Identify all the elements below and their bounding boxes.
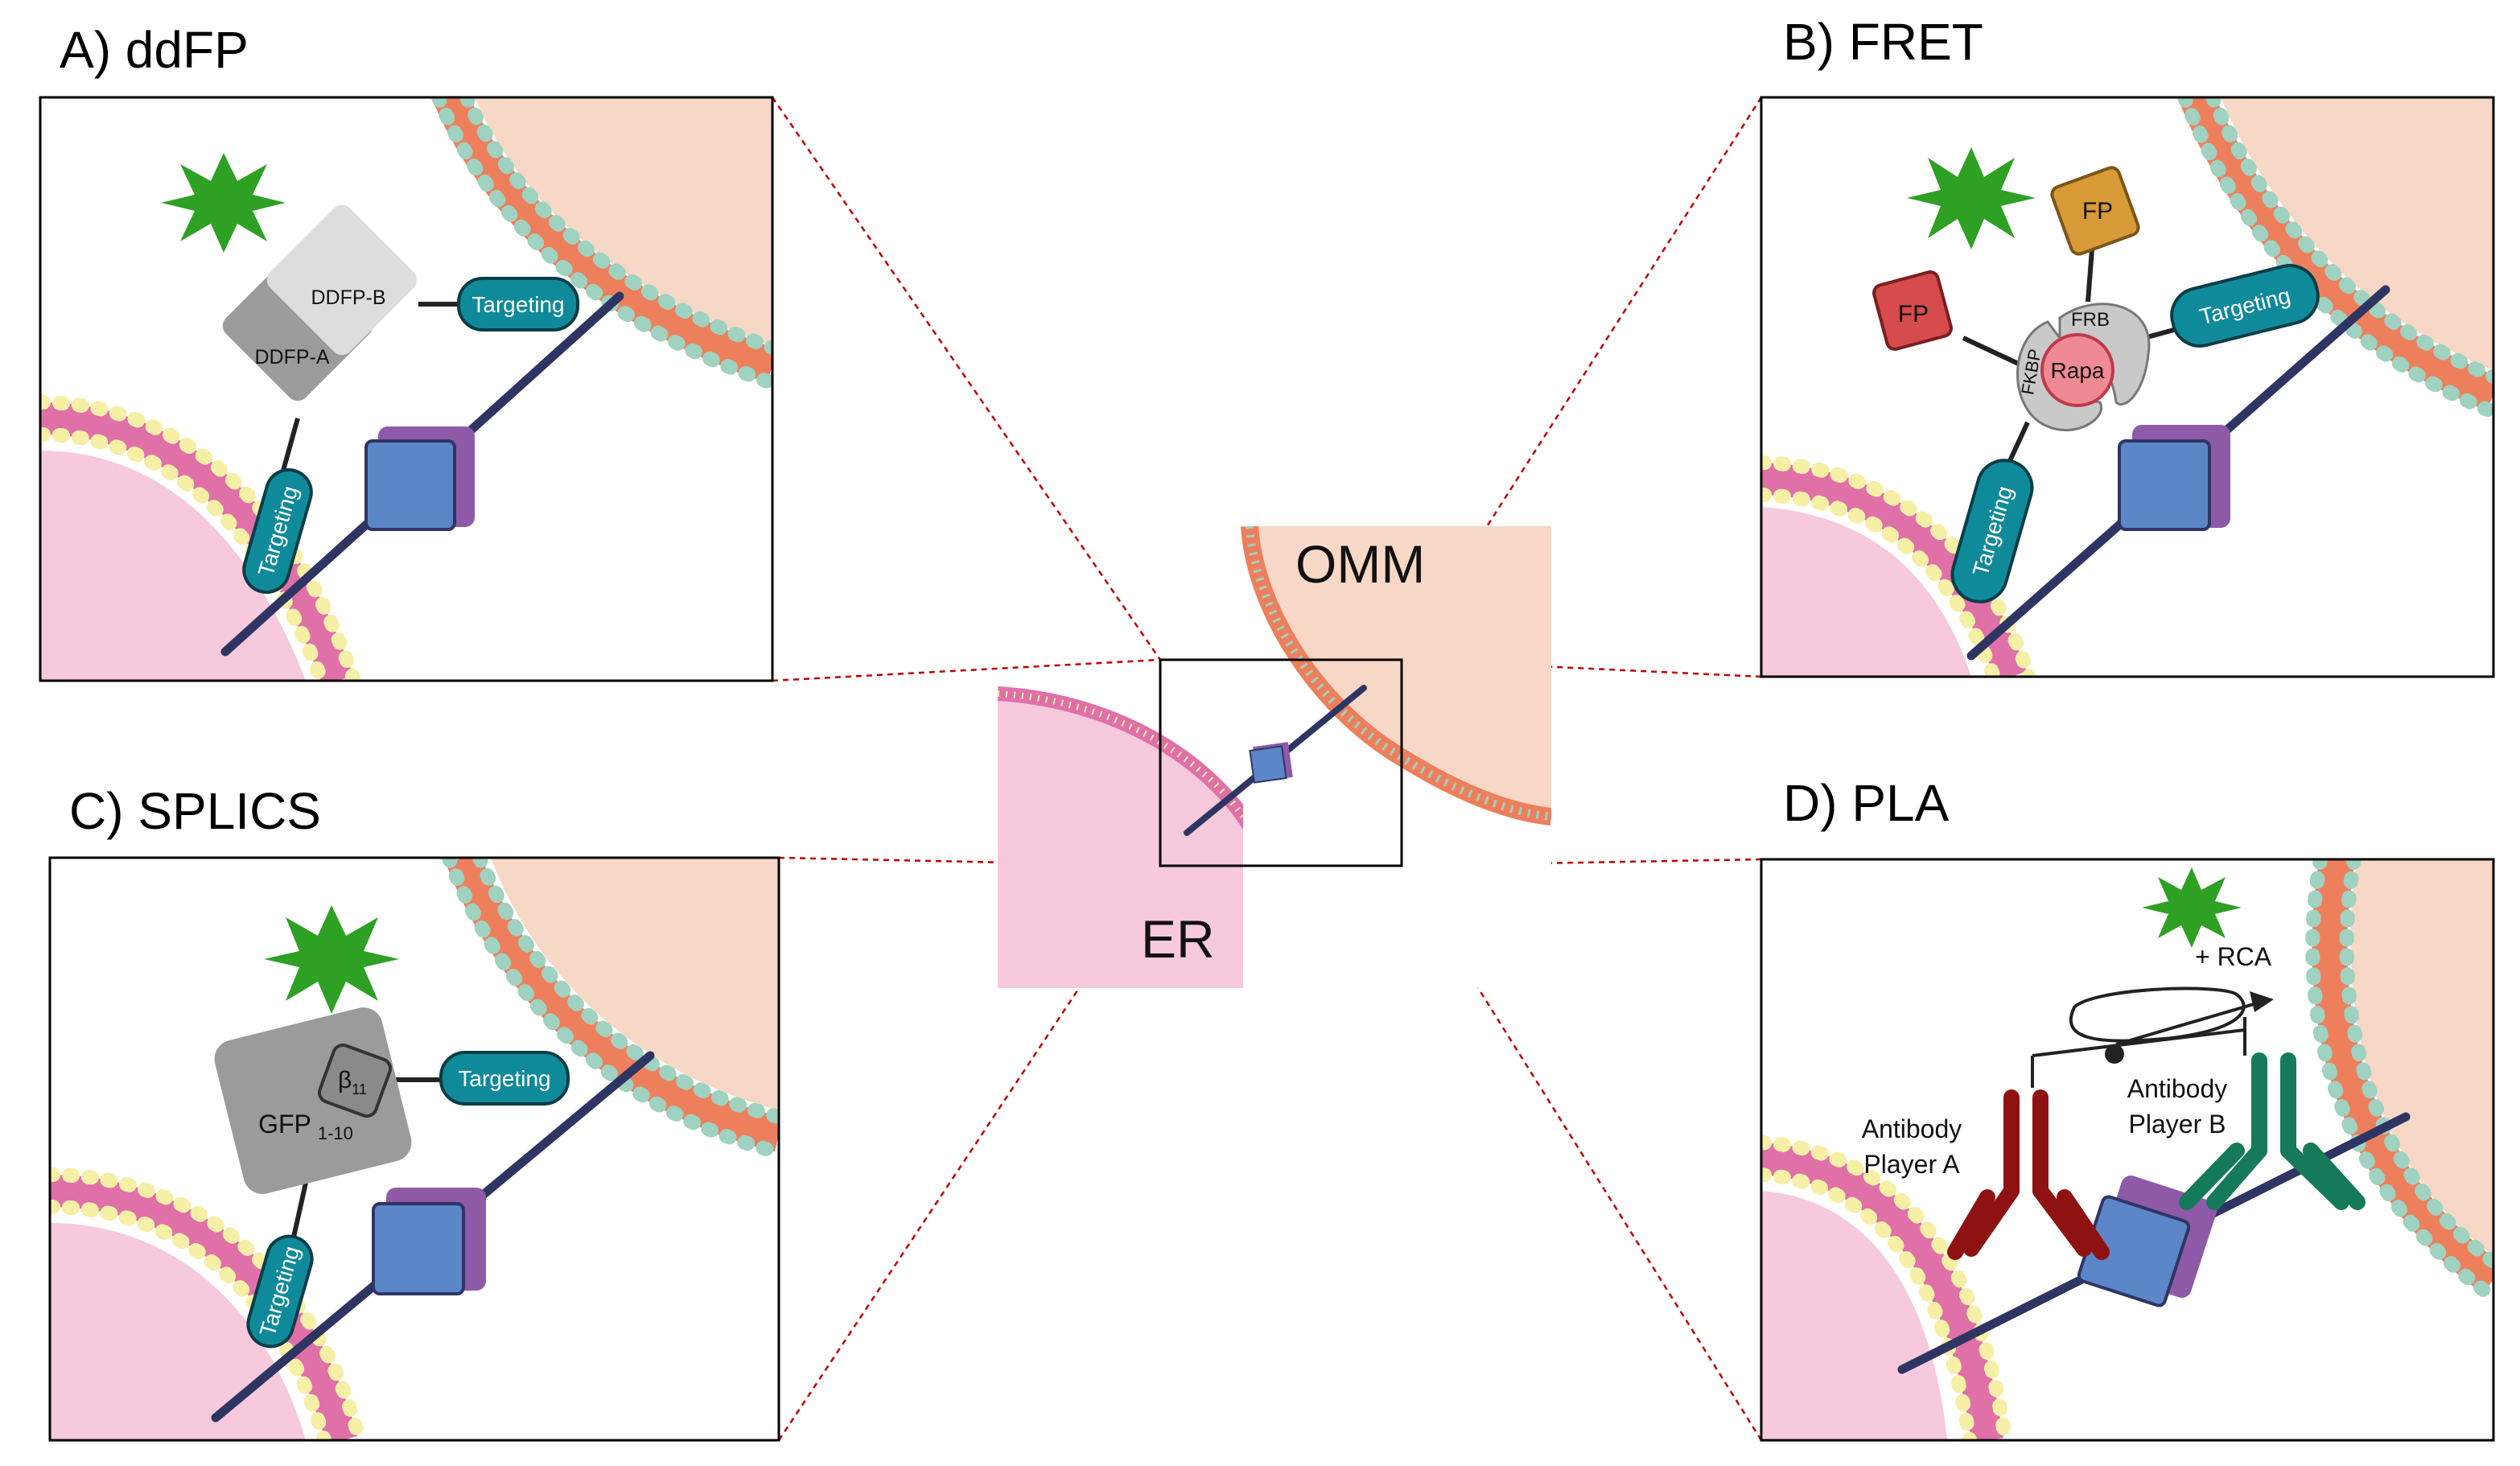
- targeting-upper: [439, 1051, 570, 1106]
- panel-a: Targeting Targeting DDFP-B DDFP-A: [40, 97, 772, 681]
- rapa-label: Rapa: [2051, 358, 2105, 383]
- center-cube: [1249, 745, 1287, 784]
- panel-b-title: B) FRET: [1783, 13, 1983, 71]
- omm-membrane: [2180, 97, 2493, 411]
- antibody-b-label-line1: Antibody: [2127, 1074, 2228, 1103]
- antibody-a-icon: [1947, 1089, 2110, 1260]
- panel-d-frame: [1760, 858, 2495, 1442]
- er-region: [1761, 1191, 1947, 1440]
- panel-b-frame: [1760, 96, 2495, 678]
- antibody-b-label-line2: Player B: [2129, 1110, 2226, 1139]
- rapa-molecule: [2040, 333, 2114, 407]
- targeting-upper: [457, 277, 579, 331]
- cube-front: [364, 439, 456, 531]
- er-region: [40, 451, 306, 681]
- antibody-a-label-line2: Player A: [1863, 1150, 1960, 1179]
- ddfp-b-label: DDFP-B: [311, 286, 385, 309]
- panel-d-title: D) PLA: [1783, 774, 1950, 832]
- fluorescence-star-icon: [161, 153, 286, 253]
- zoom-box: [1159, 658, 1403, 867]
- panel-d: + RCA Antibody Player A Antibody Player …: [1761, 859, 2493, 1440]
- fp-orange: [2050, 166, 2140, 256]
- omm-region: [2350, 859, 2493, 1255]
- zoom-line-a-bottom: [772, 658, 1161, 682]
- panel-c-title: C) SPLICS: [69, 782, 321, 840]
- cube-front: [2118, 439, 2211, 531]
- frb-label: FRB: [2071, 309, 2110, 331]
- omm-membrane: [446, 858, 779, 1152]
- cube-front: [372, 1202, 465, 1295]
- targeting-upper: [2170, 264, 2320, 348]
- zoom-line-d-top: [1401, 858, 1762, 867]
- omm-region: [491, 858, 779, 1110]
- rca-circle: [2069, 986, 2246, 1043]
- panel-a-frame: [39, 96, 774, 682]
- ddfp-b: [266, 204, 418, 356]
- rca-arrow-icon: [2250, 991, 2274, 1012]
- antibody-b-icon: [2179, 1052, 2366, 1210]
- beta-label: β11: [338, 1067, 367, 1097]
- er-membrane: [40, 402, 353, 681]
- omm-membrane: [2312, 859, 2493, 1294]
- omm-region: [2221, 97, 2493, 370]
- er-membrane: [1761, 1143, 2003, 1440]
- omm-membrane: [434, 97, 772, 383]
- zoom-line-d-bottom: [1400, 865, 1763, 1441]
- er-region: [50, 1223, 306, 1440]
- center-overview: OMM ER: [998, 526, 1551, 988]
- targeting-upper-label: Targeting: [458, 1066, 550, 1091]
- er-region: [1761, 507, 1971, 677]
- er-label: ER: [1141, 909, 1215, 969]
- omm-label: OMM: [1295, 534, 1425, 594]
- fp-orange-label: FP: [2082, 198, 2113, 224]
- beta-11: [317, 1043, 393, 1118]
- zoom-line-a-top: [771, 97, 1162, 661]
- fluorescence-star-icon: [1907, 147, 2036, 249]
- targeting-lower: [242, 467, 313, 595]
- targeting-upper-label: Targeting: [471, 292, 564, 317]
- dna-linker: [2031, 1017, 2246, 1088]
- fp-red: [1872, 270, 1953, 351]
- primer-dot: [2105, 1044, 2124, 1064]
- panel-b: FRB FKBP Rapa FP FP Targeting Targeting: [1761, 97, 2493, 677]
- panel-a-title: A) ddFP: [60, 21, 249, 79]
- panel-c-frame: [48, 856, 780, 1442]
- targeting-lower: [246, 1234, 314, 1349]
- fluorescence-star-icon: [2142, 867, 2242, 948]
- antibody-a-label-line1: Antibody: [1862, 1114, 1962, 1143]
- rca-label: + RCA: [2195, 942, 2272, 971]
- zoom-line-b-bottom: [1401, 658, 1762, 678]
- fluorescence-star-icon: [264, 905, 399, 1014]
- targeting-lower: [1950, 459, 2034, 603]
- ddfp-a-label: DDFP-A: [254, 346, 329, 369]
- er-membrane: [50, 1175, 358, 1440]
- omm-region: [475, 97, 772, 346]
- fp-red-label: FP: [1898, 301, 1929, 327]
